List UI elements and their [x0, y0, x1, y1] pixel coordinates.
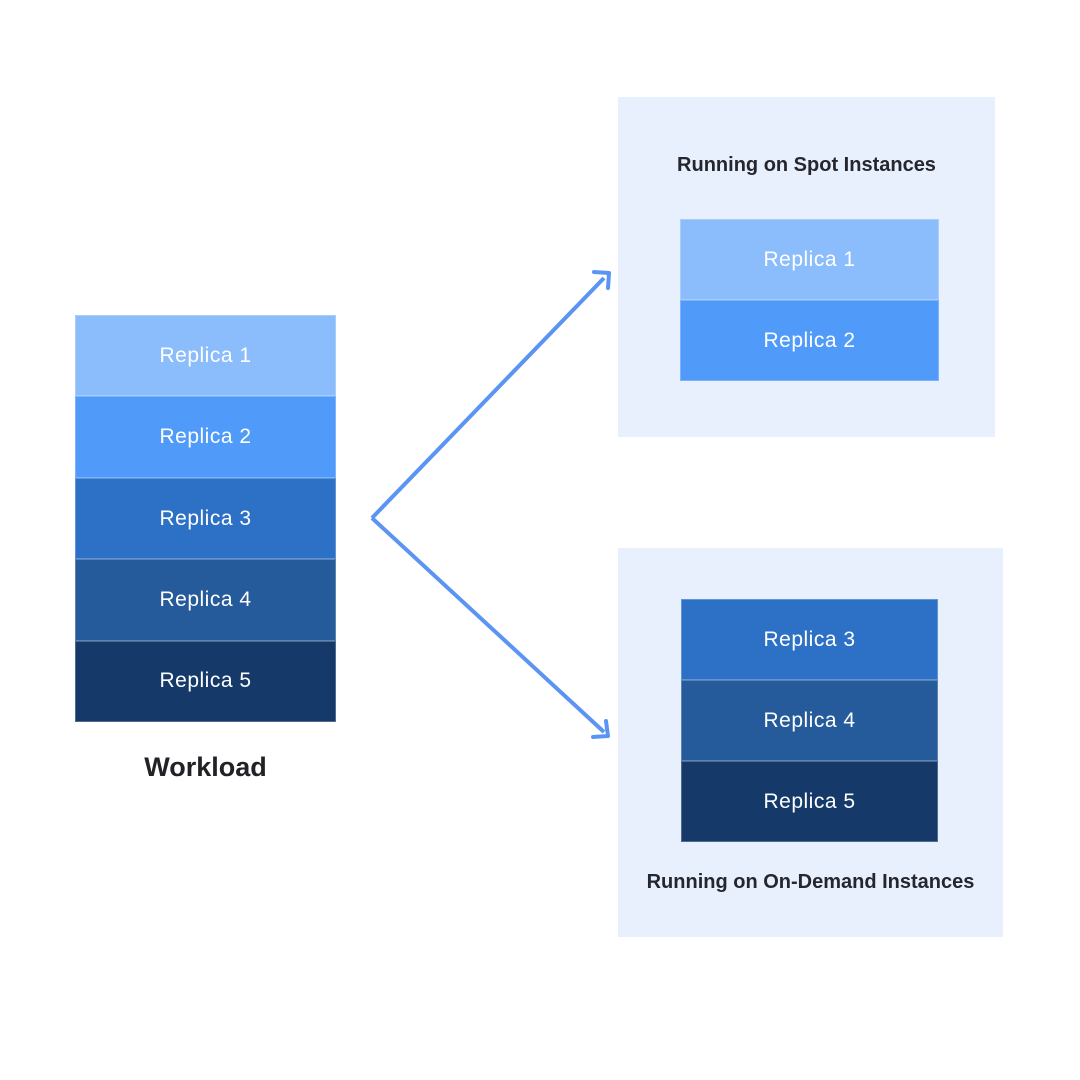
- spot-replica-stack: Replica 1 Replica 2: [680, 219, 939, 381]
- workload-stack: Replica 1 Replica 2 Replica 3 Replica 4 …: [75, 315, 336, 723]
- replica-block: Replica 5: [681, 761, 938, 842]
- workload-label: Workload: [144, 752, 267, 782]
- arrow-workload-to-ondemand: [370, 516, 610, 739]
- ondemand-instances-panel: Replica 3 Replica 4 Replica 5 Running on…: [618, 548, 1003, 937]
- ondemand-replica-stack: Replica 3 Replica 4 Replica 5: [681, 599, 938, 842]
- replica-block: Replica 2: [680, 300, 939, 381]
- replica-block: Replica 5: [75, 640, 336, 723]
- spot-panel-title: Running on Spot Instances: [677, 154, 936, 176]
- replica-block: Replica 3: [75, 477, 336, 560]
- replica-block: Replica 1: [75, 315, 336, 397]
- replica-block: Replica 3: [681, 599, 938, 680]
- replica-block: Replica 2: [75, 396, 336, 478]
- arrow-workload-to-spot: [370, 270, 611, 520]
- replica-block: Replica 1: [680, 219, 939, 300]
- spot-instances-panel: Running on Spot Instances Replica 1 Repl…: [618, 97, 995, 437]
- replica-block: Replica 4: [681, 680, 938, 761]
- replica-block: Replica 4: [75, 559, 336, 641]
- ondemand-panel-title: Running on On-Demand Instances: [646, 871, 975, 893]
